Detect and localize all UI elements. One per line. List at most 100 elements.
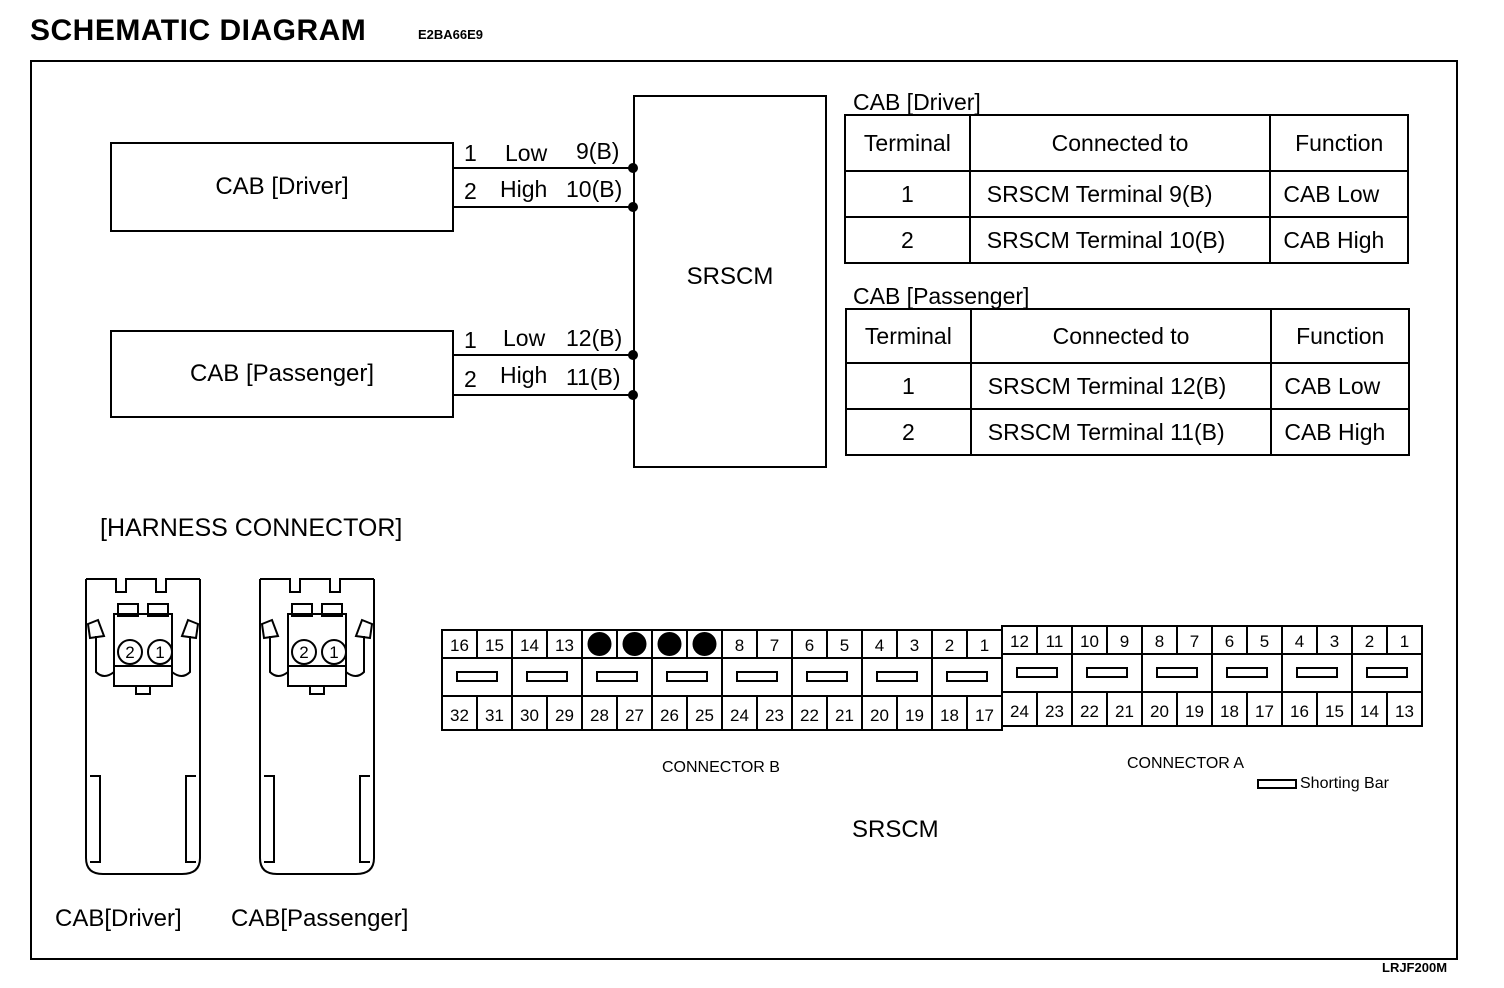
driver-table-title: CAB [Driver] <box>853 89 981 115</box>
connector-a-pin-label: 20 <box>1150 702 1169 721</box>
connector-a-pin-label: 24 <box>1010 702 1029 721</box>
connector-a-shorting-bar <box>1086 667 1128 678</box>
connector-b-pin-label: 16 <box>450 636 469 655</box>
cab-passenger-connector-drawing: 2 1 <box>259 578 375 875</box>
table-cell: SRSCM Terminal 12(B) <box>969 362 1273 410</box>
connector-a-pin-label: 19 <box>1185 702 1204 721</box>
connector-b-pin-label: 23 <box>765 706 784 725</box>
passenger-wire-low <box>454 354 633 356</box>
connector-b-filled-pin <box>622 632 647 656</box>
table-header: Connected to <box>968 114 1272 172</box>
pin-label: 1 <box>329 643 338 662</box>
connector-b-pin-label: 25 <box>695 706 714 725</box>
connector-b-pin-label: 5 <box>840 636 849 655</box>
connector-b-pin-label: 32 <box>450 706 469 725</box>
connector-b-pin-label: 28 <box>590 706 609 725</box>
connector-a-pin-label: 7 <box>1190 632 1199 651</box>
shorting-bar-legend-icon <box>1257 779 1297 789</box>
pin-label: 1 <box>155 643 164 662</box>
connector-a-label: CONNECTOR A <box>1127 755 1245 772</box>
table-row: 1 SRSCM Terminal 9(B) CAB Low <box>844 170 1409 218</box>
connector-b-pin-label: 3 <box>910 636 919 655</box>
connector-b-pin-label: 20 <box>870 706 889 725</box>
table-cell: 2 <box>845 408 972 456</box>
connector-b-pin-label: 13 <box>555 636 574 655</box>
table-header: Terminal <box>845 308 972 364</box>
harness-connector-title: [HARNESS CONNECTOR] <box>100 514 403 542</box>
connector-b-pin-label: 4 <box>875 636 884 655</box>
srscm-connector-title: SRSCM <box>852 816 939 843</box>
connector-a-pin-label: 6 <box>1225 632 1234 651</box>
connector-b-pin-label: 17 <box>975 706 994 725</box>
connector-a-pin-label: 22 <box>1080 702 1099 721</box>
table-header: Function <box>1269 114 1409 172</box>
connector-b-pin-label: 24 <box>730 706 749 725</box>
connector-b-shorting-bar <box>806 671 848 682</box>
connector-b-filled-pin <box>692 632 717 656</box>
page-title: SCHEMATIC DIAGRAM <box>30 14 367 47</box>
table-row: 1 SRSCM Terminal 12(B) CAB Low <box>845 362 1410 410</box>
connector-a-pin-label: 8 <box>1155 632 1164 651</box>
connector-a-shorting-bar <box>1016 667 1058 678</box>
connector-a-pin-label: 18 <box>1220 702 1239 721</box>
connector-a-pin-label: 15 <box>1325 702 1344 721</box>
connector-b-pin-label: 26 <box>660 706 679 725</box>
shorting-bar-legend-label: Shorting Bar <box>1300 775 1389 792</box>
connector-a-pin-label: 4 <box>1295 632 1304 651</box>
table-cell: CAB Low <box>1270 362 1410 410</box>
connector-b-shorting-bar <box>736 671 778 682</box>
connector-b-pin-label: 29 <box>555 706 574 725</box>
table-cell: CAB High <box>1269 216 1409 264</box>
connector-a-pin-label: 12 <box>1010 632 1029 651</box>
srscm-box: SRSCM <box>633 95 827 468</box>
table-header: Terminal <box>844 114 971 172</box>
table-header: Function <box>1270 308 1410 364</box>
connector-b-pin-label: 19 <box>905 706 924 725</box>
pin-label: 2 <box>299 643 308 662</box>
passenger-wire-terminal: 12(B) <box>566 325 623 351</box>
connector-b-pin-label: 31 <box>485 706 504 725</box>
connector-a-pin-label: 10 <box>1080 632 1099 651</box>
driver-wire-low <box>454 167 633 169</box>
connector-a-shorting-bar <box>1366 667 1408 678</box>
connector-b-label: CONNECTOR B <box>662 759 780 776</box>
driver-wire-name: Low <box>505 140 548 166</box>
table-cell: SRSCM Terminal 11(B) <box>969 408 1273 456</box>
driver-wire-pin: 2 <box>464 178 477 204</box>
connector-a-pin-label: 1 <box>1400 632 1409 651</box>
passenger-wire-terminal: 11(B) <box>566 364 621 390</box>
connector-a-shorting-bar <box>1226 667 1268 678</box>
connector-b-shorting-bar <box>526 671 568 682</box>
connector-b-pin-label: 14 <box>520 636 539 655</box>
passenger-wire-high <box>454 394 633 396</box>
connector-b-pin-label: 6 <box>805 636 814 655</box>
passenger-wire-pin: 1 <box>464 327 477 353</box>
table-cell: CAB Low <box>1269 170 1409 218</box>
connector-a-pin-label: 16 <box>1290 702 1309 721</box>
document-code: E2BA66E9 <box>418 27 484 42</box>
connector-a-pin-label: 3 <box>1330 632 1339 651</box>
table-header: Connected to <box>969 308 1273 364</box>
cab-passenger-box: CAB [Passenger] <box>110 330 454 418</box>
cab-driver-connector-drawing: 2 1 <box>85 578 201 875</box>
connector-b-shorting-bar <box>456 671 498 682</box>
driver-wire-pin: 1 <box>464 140 477 166</box>
cab-driver-box: CAB [Driver] <box>110 142 454 232</box>
connector-a-shorting-bar <box>1156 667 1198 678</box>
connector-b-shorting-bar <box>596 671 638 682</box>
cab-passenger-connector-label: CAB[Passenger] <box>231 905 409 932</box>
connector-a-pin-label: 14 <box>1360 702 1379 721</box>
diagram-frame <box>30 60 1458 960</box>
connector-a-pin-label: 2 <box>1365 632 1374 651</box>
driver-wire-high <box>454 206 633 208</box>
table-cell: CAB High <box>1270 408 1410 456</box>
connector-b-shorting-bar <box>666 671 708 682</box>
table-cell: 2 <box>844 216 971 264</box>
connector-b-pin-label: 8 <box>735 636 744 655</box>
connector-b-pin-label: 2 <box>945 636 954 655</box>
cab-passenger-box-label: CAB [Passenger] <box>189 360 375 387</box>
connector-a-pin-label: 5 <box>1260 632 1269 651</box>
junction-dot <box>628 390 638 400</box>
table-row: 2 SRSCM Terminal 10(B) CAB High <box>844 216 1409 264</box>
connector-a-pin-label: 23 <box>1045 702 1064 721</box>
